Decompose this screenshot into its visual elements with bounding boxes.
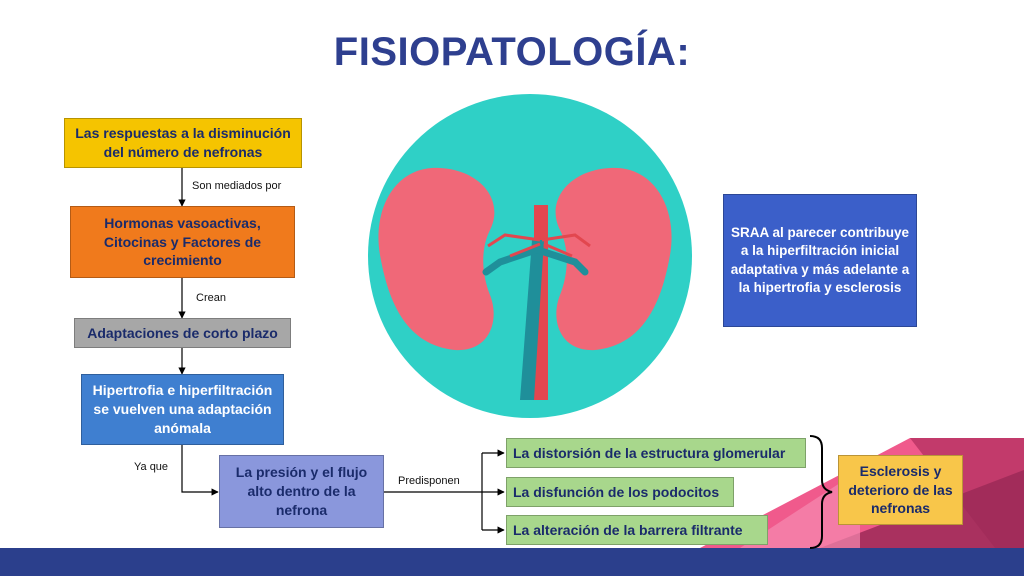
- sraa-note: SRAA al parecer contribuye a la hiperfil…: [723, 194, 917, 327]
- curly-brace: [809, 435, 833, 549]
- label-predispose: Predisponen: [398, 475, 460, 487]
- label-because: Ya que: [134, 461, 169, 473]
- box-hypertrophy: Hipertrofia e hiperfiltración se vuelven…: [81, 374, 284, 445]
- box-pressure-flow: La presión y el flujo alto dentro de la …: [219, 455, 384, 528]
- arrow-4-5: [181, 445, 219, 496]
- bottom-band: [0, 548, 1024, 576]
- outcome-podocyte-dysfunction: La disfunción de los podocitos: [506, 477, 734, 507]
- outcome-glomerular-distortion: La distorsión de la estructura glomerula…: [506, 438, 806, 468]
- label-mediated-by: Son mediados por: [192, 180, 282, 192]
- outcome-filter-barrier: La alteración de la barrera filtrante: [506, 515, 768, 545]
- page-title: FISIOPATOLOGÍA:: [333, 30, 691, 74]
- box-short-term-adaptations: Adaptaciones de corto plazo: [74, 318, 291, 348]
- result-sclerosis: Esclerosis y deterioro de las nefronas: [838, 455, 963, 525]
- box-vasoactive-hormones: Hormonas vasoactivas, Citocinas y Factor…: [70, 206, 295, 278]
- label-create: Crean: [196, 292, 226, 304]
- box-nephron-response: Las respuestas a la disminución del núme…: [64, 118, 302, 168]
